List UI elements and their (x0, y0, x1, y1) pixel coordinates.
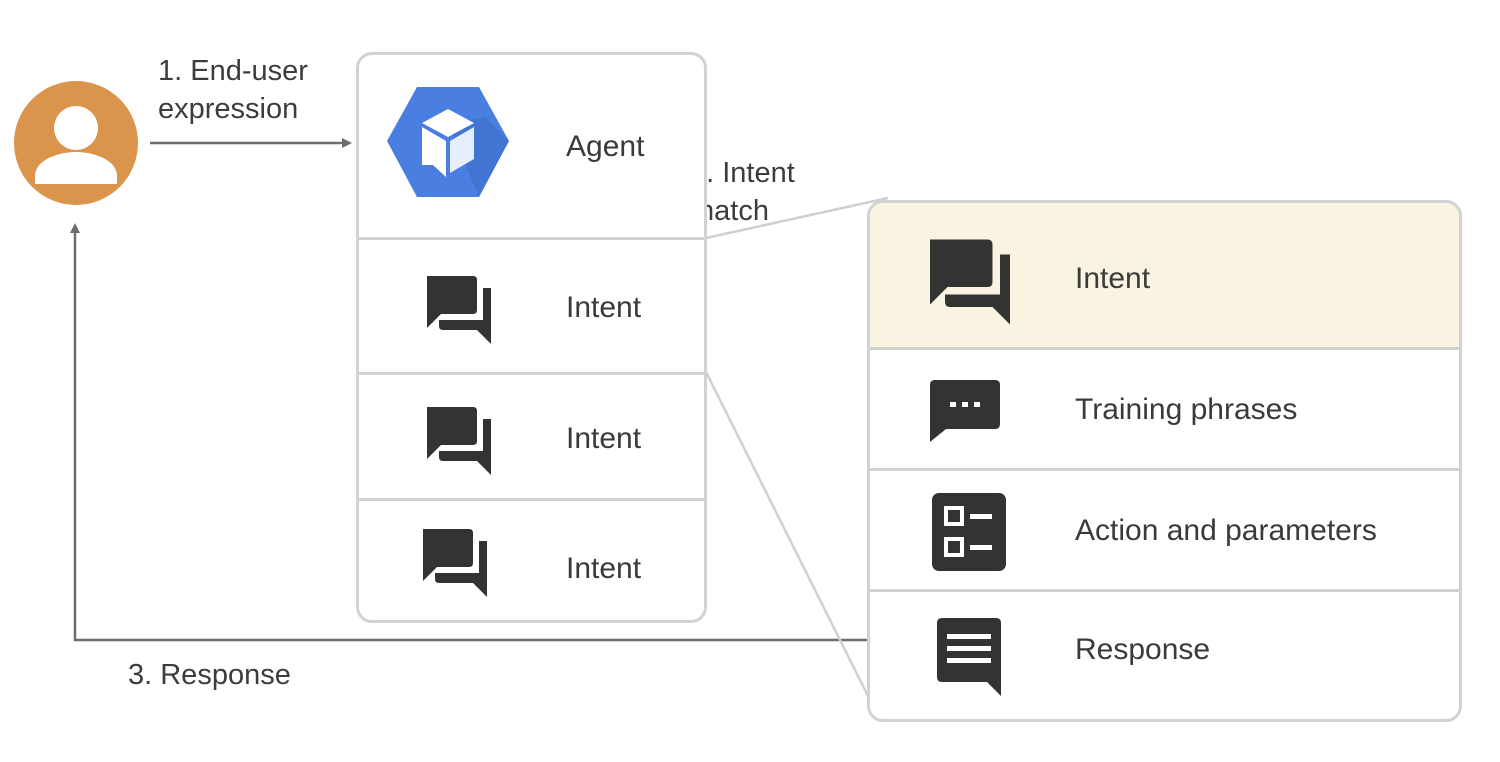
detail-separator-2 (870, 468, 1459, 471)
step3-label: 3. Response (128, 659, 291, 691)
agent-separator (359, 237, 704, 240)
forum-icon (419, 529, 491, 597)
chat-dots-icon (930, 380, 1000, 442)
agent-intent-row-1[interactable]: Intent (359, 240, 704, 372)
training-phrases-row[interactable]: Training phrases (870, 350, 1459, 468)
detail-separator-3 (870, 589, 1459, 592)
response-row[interactable]: Response (870, 592, 1459, 719)
forum-icon (423, 407, 495, 475)
detail-separator-1 (870, 347, 1459, 350)
agent-intent-label-1: Intent (566, 291, 642, 324)
action-parameters-label: Action and parameters (1075, 514, 1377, 547)
agent-intent-label-3: Intent (566, 552, 642, 585)
step1-label-line2: expression (158, 93, 299, 125)
intent-detail-header: Intent (870, 203, 1459, 348)
step1-label-line1: 1. End-user (158, 55, 308, 87)
agent-panel: Agent Intent Intent Intent (356, 52, 707, 623)
agent-intent-row-3[interactable]: Intent (359, 501, 704, 620)
dialogflow-agent-icon (385, 81, 511, 207)
training-phrases-label: Training phrases (1075, 393, 1298, 426)
agent-intent-label-2: Intent (566, 422, 642, 455)
zoom-line-top (705, 196, 889, 240)
message-lines-icon (937, 618, 1001, 696)
checklist-icon (932, 493, 1006, 571)
intent-detail-title: Intent (1075, 262, 1151, 295)
zoom-line-bottom (704, 371, 872, 701)
agent-intent-row-2[interactable]: Intent (359, 375, 704, 499)
intent-separator-2 (359, 498, 704, 501)
forum-icon (423, 276, 495, 344)
agent-label: Agent (566, 130, 645, 163)
response-label: Response (1075, 633, 1211, 666)
step2-label-line1: 2. Intent (690, 157, 795, 189)
arrow-response-to-user (70, 223, 868, 642)
action-parameters-row[interactable]: Action and parameters (870, 471, 1459, 589)
intent-detail-panel: Intent Training phrases Action and param… (867, 200, 1462, 722)
user-avatar-icon (13, 80, 139, 206)
forum-icon (925, 239, 1015, 325)
intent-separator-1 (359, 372, 704, 375)
agent-row: Agent (359, 55, 704, 239)
